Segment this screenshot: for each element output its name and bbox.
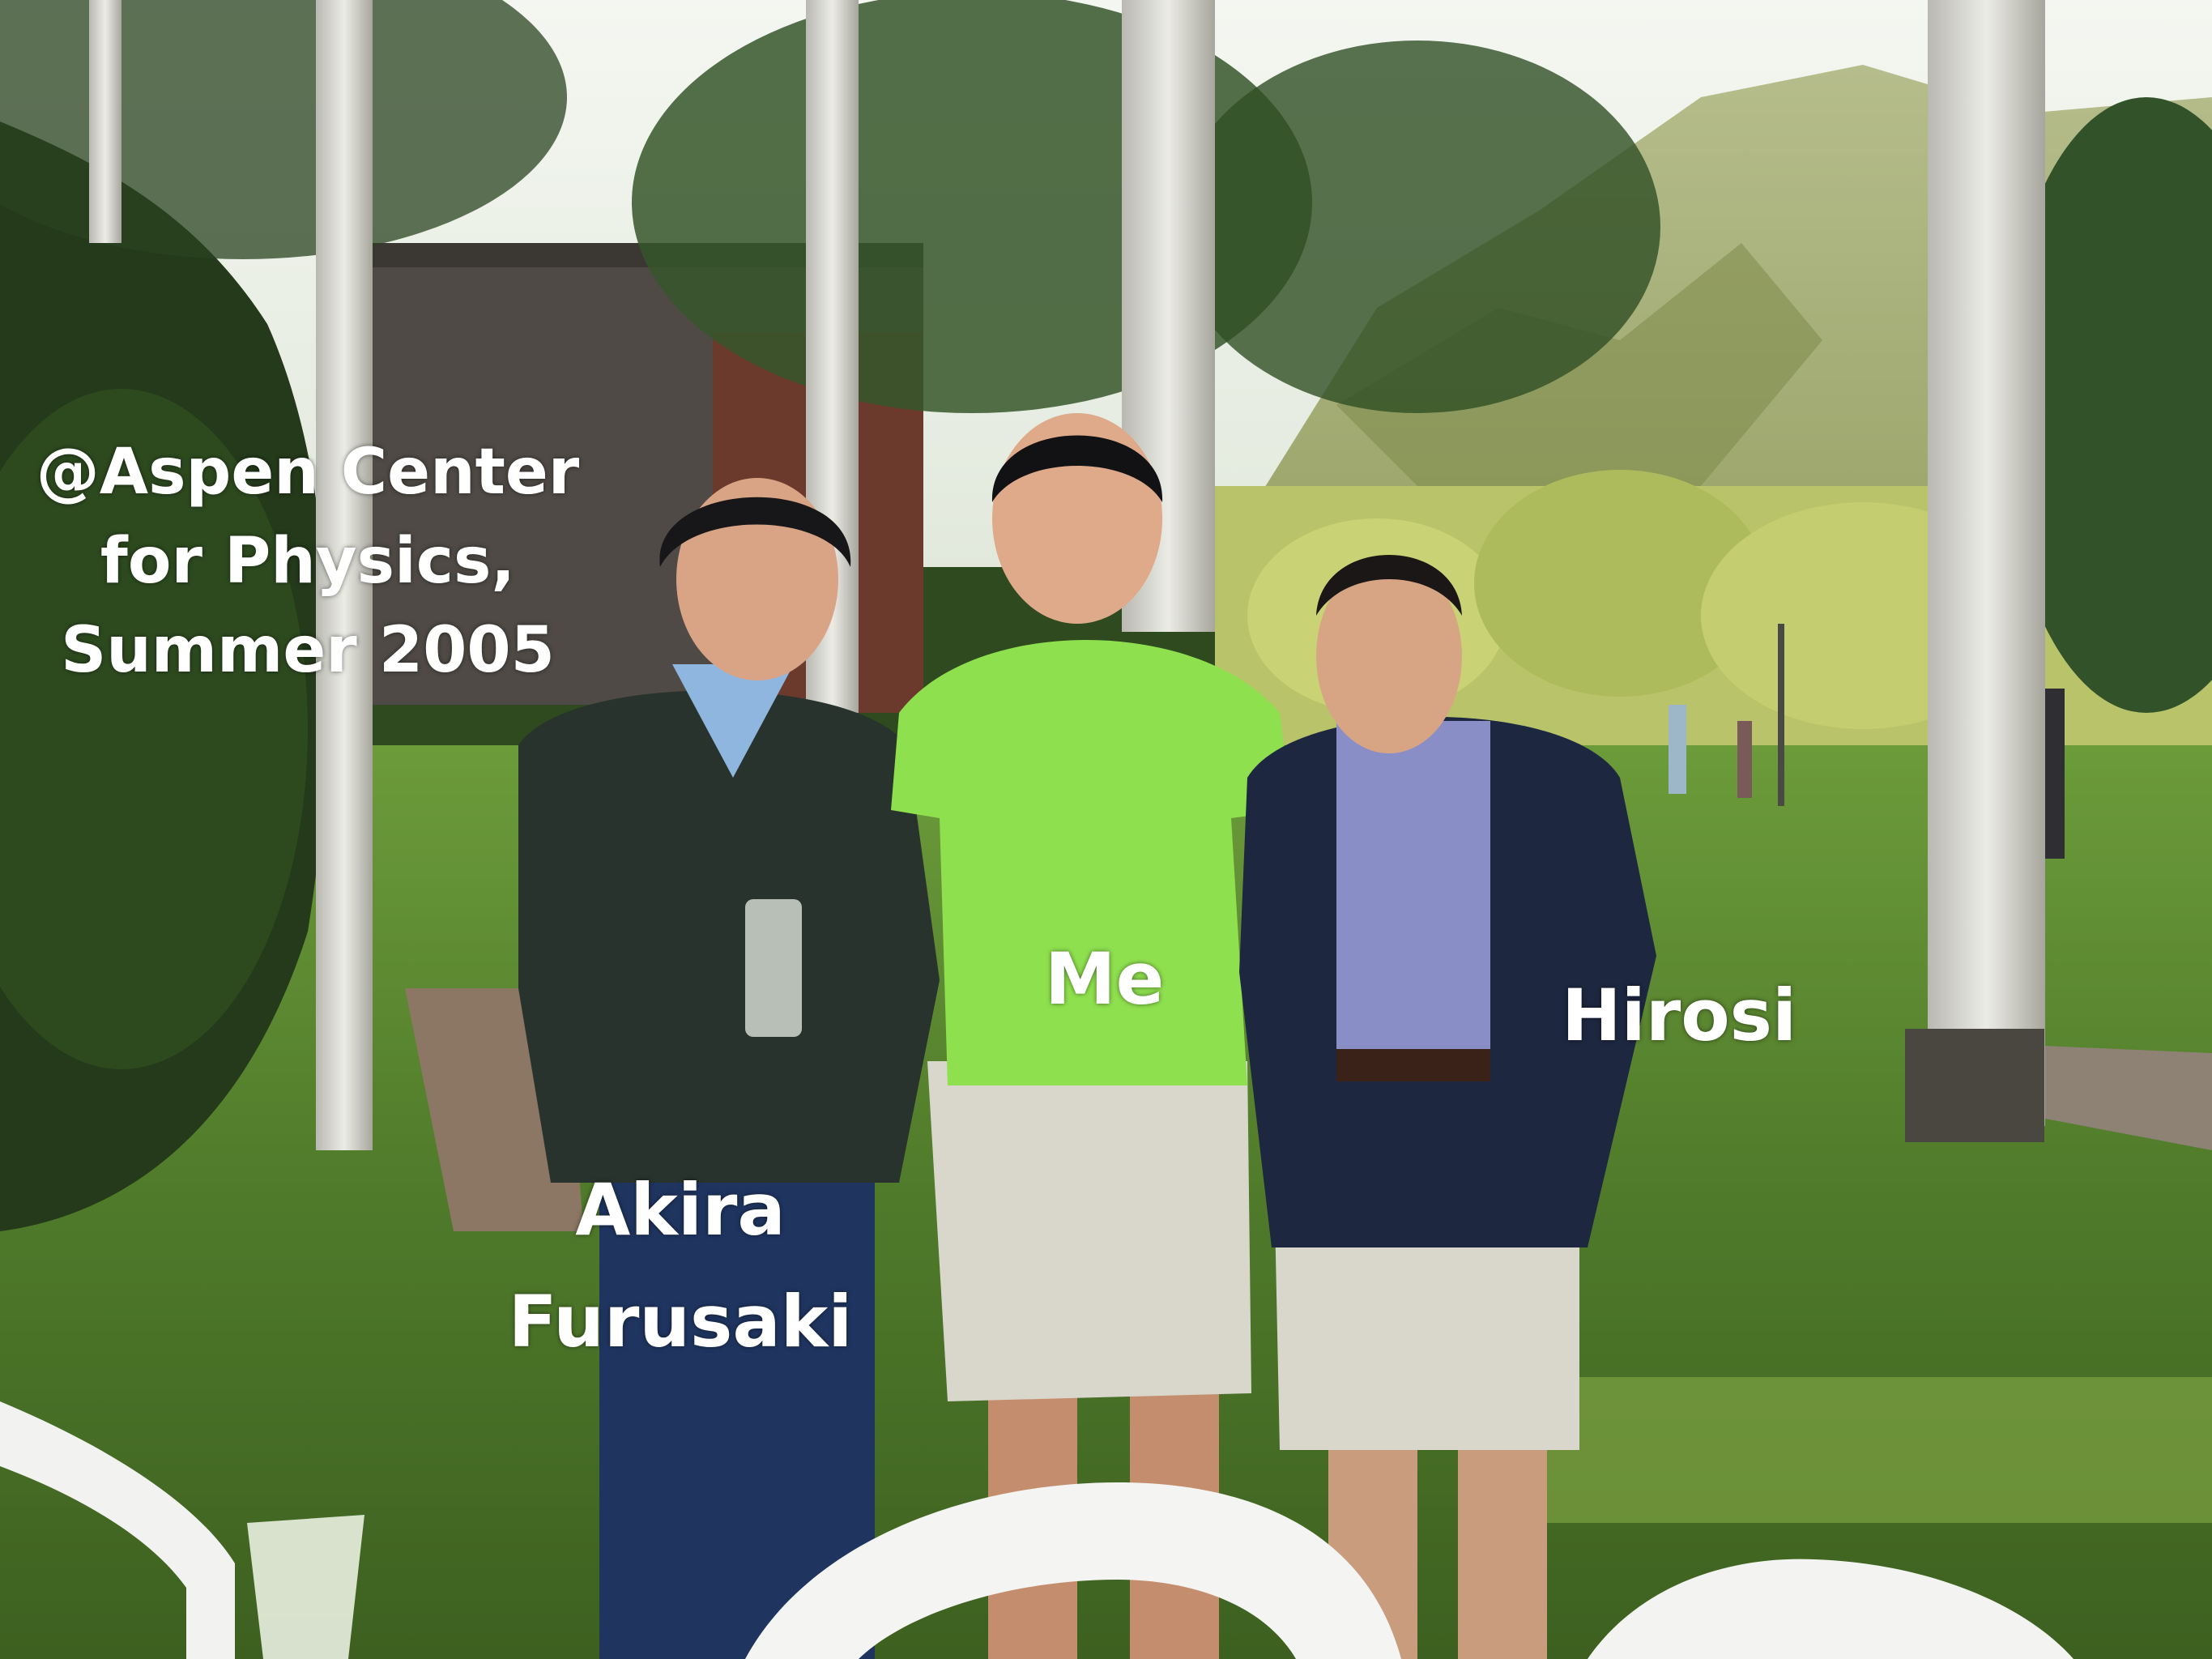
aspen-trunk bbox=[89, 0, 121, 243]
location-line-3: Summer 2005 bbox=[61, 614, 555, 687]
canopy bbox=[0, 0, 567, 259]
aspen-trunk bbox=[316, 0, 373, 1150]
foreground-chair bbox=[1588, 1559, 2073, 1659]
far-tree bbox=[1474, 470, 1766, 697]
aspen-trunk-base bbox=[1905, 1029, 2044, 1142]
distant-person bbox=[1669, 705, 1686, 794]
person-hirosi bbox=[1239, 555, 1656, 1659]
name-label-akira: Akira Furusaki bbox=[494, 1154, 867, 1378]
foreground-chair bbox=[0, 1401, 235, 1659]
name-akira-last: Furusaki bbox=[508, 1280, 853, 1363]
volleyball-post bbox=[1778, 624, 1784, 806]
path-right bbox=[2025, 1045, 2212, 1150]
canopy-right bbox=[2001, 97, 2212, 713]
canopy bbox=[1174, 41, 1660, 413]
bush bbox=[0, 389, 308, 1069]
distant-person bbox=[2045, 689, 2065, 859]
foreground-cup bbox=[247, 1515, 364, 1659]
mountain-shadow bbox=[1336, 243, 1822, 527]
lawn-sunlit bbox=[1539, 1377, 2212, 1523]
name-label-me: Me bbox=[1045, 937, 1165, 1021]
person-akira bbox=[518, 478, 940, 1659]
location-line-2: for Physics, bbox=[100, 525, 516, 598]
aspen-trunk bbox=[1928, 0, 2045, 1126]
location-caption: @Aspen Center for Physics, Summer 2005 bbox=[8, 428, 607, 695]
foreground-chair bbox=[745, 1482, 1401, 1659]
name-label-hirosi: Hirosi bbox=[1562, 974, 1797, 1057]
distant-person bbox=[1737, 721, 1752, 798]
location-line-1: @Aspen Center bbox=[36, 436, 580, 509]
name-akira-first: Akira bbox=[575, 1168, 786, 1252]
